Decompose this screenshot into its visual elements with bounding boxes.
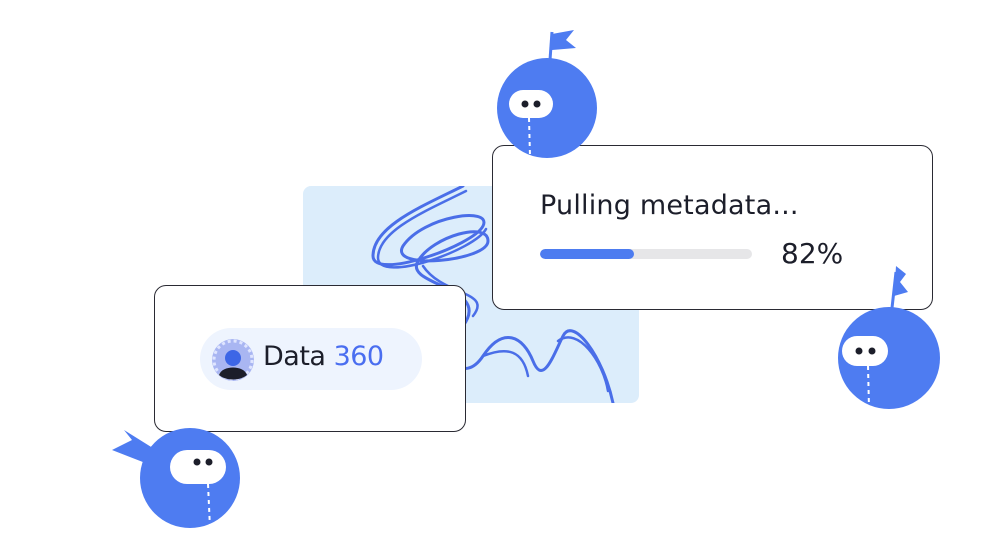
brand-number: 360: [333, 341, 385, 372]
data360-badge: Data 360: [200, 328, 422, 390]
mascot-icon: [838, 266, 940, 409]
progress-label: Pulling metadata...: [540, 190, 799, 221]
progress-percent: 82%: [781, 237, 844, 270]
brand-word: Data: [263, 341, 326, 372]
mascot-icon: [497, 30, 597, 158]
data360-logo-text: Data 360: [263, 341, 384, 372]
progress-bar: [540, 249, 752, 259]
progress-bar-fill: [540, 249, 634, 259]
data-cloud-logo-icon: [212, 339, 254, 381]
progress-card: Pulling metadata... 82%: [492, 145, 933, 310]
mascot-icon: [112, 428, 240, 529]
data360-card: Data 360: [154, 285, 466, 432]
